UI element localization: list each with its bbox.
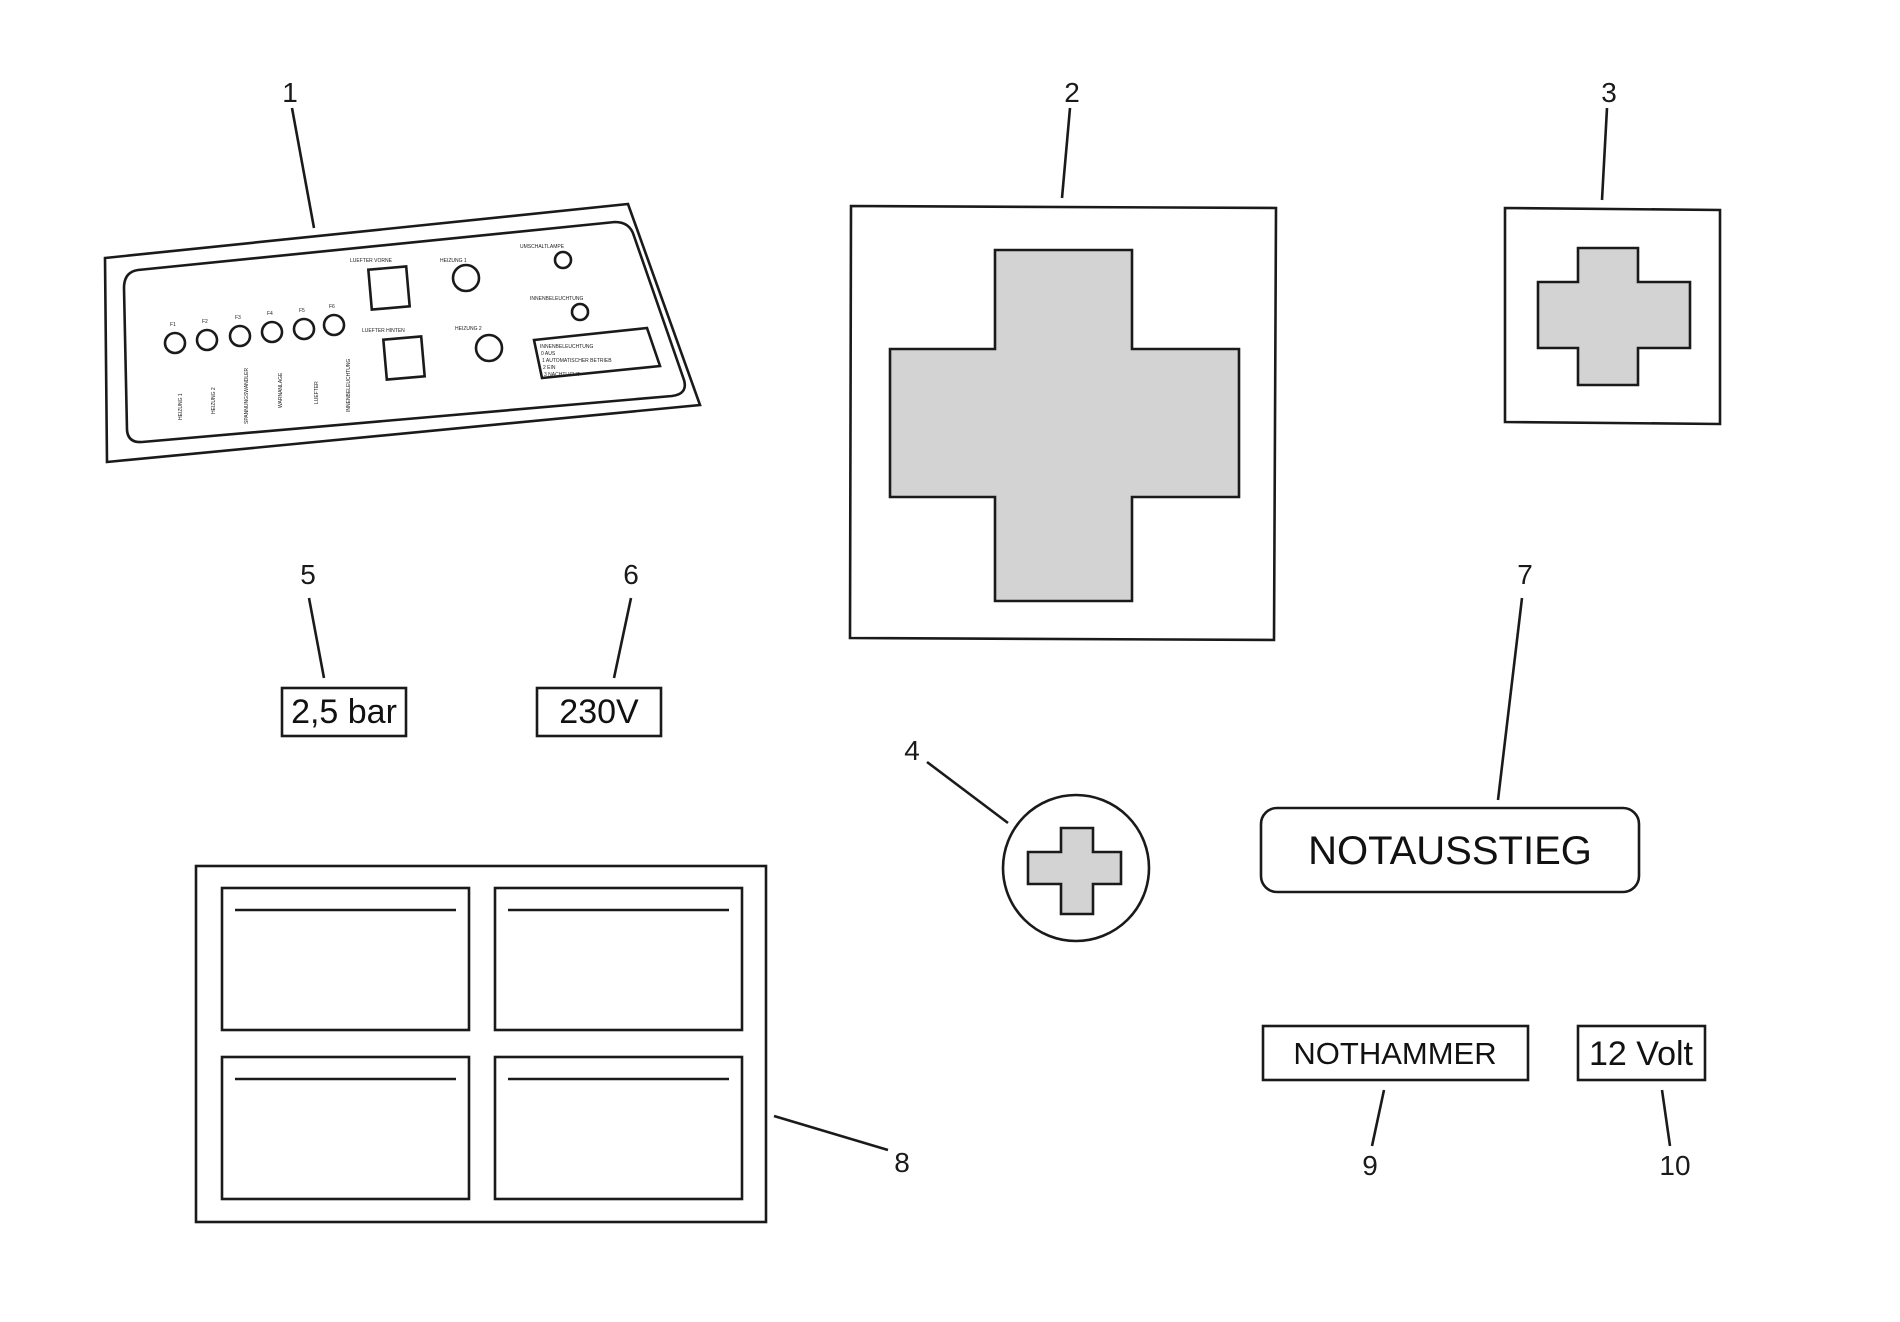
- heating-1-knob: [451, 263, 481, 293]
- fuse-label-2: F2: [202, 319, 208, 325]
- control-panel-decal: F1 F2 F3 F4 F5 F6 HEIZUNG 1 HEIZUNG 2 SP…: [103, 202, 702, 464]
- fan-rear-label: LUEFTER HINTEN: [362, 328, 405, 334]
- voltage-230-text: 230V: [559, 693, 639, 731]
- callout-6: 6: [623, 559, 639, 590]
- heating-2-label: HEIZUNG 2: [455, 326, 482, 332]
- voltage-12-label: 12 Volt: [1576, 1024, 1707, 1082]
- round-cross-sticker: [1001, 793, 1151, 943]
- pressure-text: 2,5 bar: [291, 693, 397, 731]
- info-box-line-3: 1 AUTOMATISCHER BETRIEB: [542, 358, 612, 364]
- fuse-label-6: F6: [329, 304, 335, 310]
- callout-7: 7: [1517, 559, 1533, 590]
- fan-front-switch: [366, 265, 412, 311]
- vertical-label-heating-1: HEIZUNG 1: [178, 393, 184, 420]
- small-cross-sign: [1503, 206, 1722, 426]
- info-box-line-5: 3 NACHTLICHT: [544, 372, 580, 378]
- emergency-hammer-label: NOTHAMMER: [1261, 1024, 1530, 1082]
- fan-front-label: LUEFTER VORNE: [350, 258, 393, 264]
- pressure-label: 2,5 bar: [280, 686, 408, 738]
- fuse-indicators: [163, 313, 346, 355]
- small-cross-icon: [1536, 246, 1692, 387]
- info-box-line-1: INNENBELEUCHTUNG: [540, 344, 593, 350]
- fuse-label-5: F5: [299, 308, 305, 314]
- switch-lamp-label: UMSCHALTLAMPE: [520, 244, 565, 250]
- sticker-panel-4: [493, 1055, 744, 1201]
- heating-2-knob: [474, 333, 504, 363]
- info-box-line-4: 2 EIN: [543, 365, 556, 371]
- callout-5: 5: [300, 559, 316, 590]
- round-cross-icon: [1026, 826, 1123, 916]
- callout-9: 9: [1362, 1150, 1378, 1181]
- voltage-230-label: 230V: [535, 686, 663, 738]
- sticker-panel-2: [493, 886, 744, 1032]
- interior-light-lamp: [570, 302, 590, 322]
- fuse-label-3: F3: [235, 315, 241, 321]
- vertical-label-alarm: WARNANLAGE: [278, 372, 284, 408]
- voltage-12-text: 12 Volt: [1589, 1035, 1694, 1073]
- fan-rear-switch: [381, 335, 427, 381]
- emergency-exit-text: NOTAUSSTIEG: [1308, 829, 1592, 873]
- vertical-label-fan: LUEFTER: [314, 381, 320, 404]
- info-box: [532, 326, 662, 380]
- four-panel-sticker: [194, 864, 768, 1224]
- interior-light-label: INNENBELEUCHTUNG: [530, 296, 583, 302]
- callout-4: 4: [904, 735, 920, 766]
- callout-10: 10: [1659, 1150, 1690, 1181]
- callout-3: 3: [1601, 77, 1617, 108]
- switch-lamp: [553, 250, 573, 270]
- callout-2: 2: [1064, 77, 1080, 108]
- large-cross-sign: [848, 204, 1278, 642]
- fuse-label-1: F1: [170, 322, 176, 328]
- emergency-hammer-text: NOTHAMMER: [1293, 1036, 1496, 1071]
- fuse-label-4: F4: [267, 311, 273, 317]
- sticker-panel-1: [220, 886, 471, 1032]
- callout-1: 1: [282, 77, 298, 108]
- vertical-label-interior-light: INNENBELEUCHTUNG: [346, 359, 352, 412]
- heating-1-label: HEIZUNG 1: [440, 258, 467, 264]
- vertical-label-heating-2: HEIZUNG 2: [211, 387, 217, 414]
- info-box-line-2: 0 AUS: [541, 351, 556, 357]
- sticker-panel-3: [220, 1055, 471, 1201]
- callout-8: 8: [894, 1147, 910, 1178]
- vertical-label-converter: SPANNUNGSWANDLER: [244, 367, 250, 424]
- emergency-exit-sign: NOTAUSSTIEG: [1259, 806, 1641, 894]
- leader-lines: [290, 107, 1672, 1152]
- large-cross-icon: [888, 248, 1241, 603]
